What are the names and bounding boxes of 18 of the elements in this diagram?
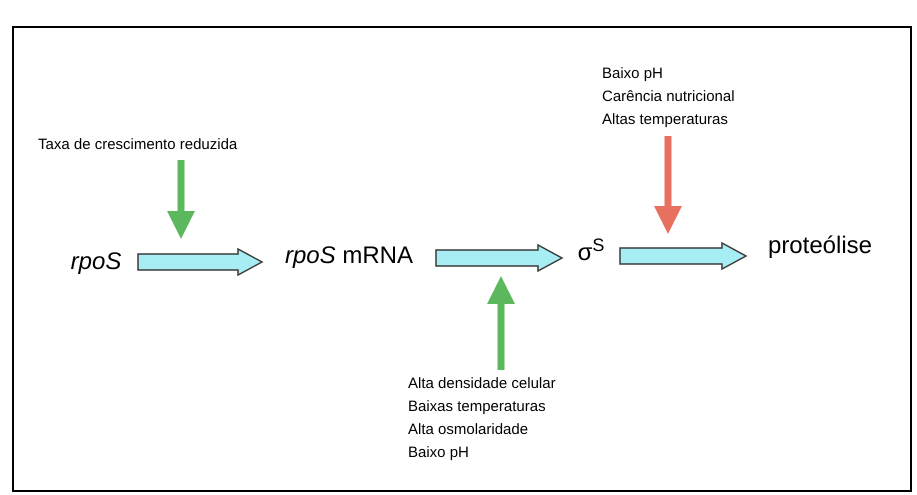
- condition-text: Taxa de crescimento reduzida: [38, 135, 238, 155]
- condition-text: Alta densidade celular: [408, 374, 557, 394]
- condition-text: Carência nutricional: [602, 87, 736, 107]
- node-label: σ$^{S}$: [576, 235, 606, 268]
- arrow: [654, 136, 682, 234]
- block-arrow: [435, 244, 564, 272]
- condition-text: Baixas temperaturas: [408, 397, 547, 417]
- condition-text: Altas temperaturas: [602, 110, 729, 130]
- condition-text: Baixo pH: [408, 443, 470, 463]
- node-label: proteólise: [766, 231, 874, 261]
- node-label: rpoS: [70, 247, 122, 277]
- arrow: [487, 276, 515, 370]
- arrow: [167, 160, 195, 239]
- condition-text: Baixo pH: [602, 64, 664, 84]
- block-arrow: [137, 248, 264, 276]
- condition-text: Alta osmolaridade: [408, 420, 530, 440]
- block-arrow: [619, 242, 748, 270]
- node-label: rpoS mRNA: [284, 241, 414, 271]
